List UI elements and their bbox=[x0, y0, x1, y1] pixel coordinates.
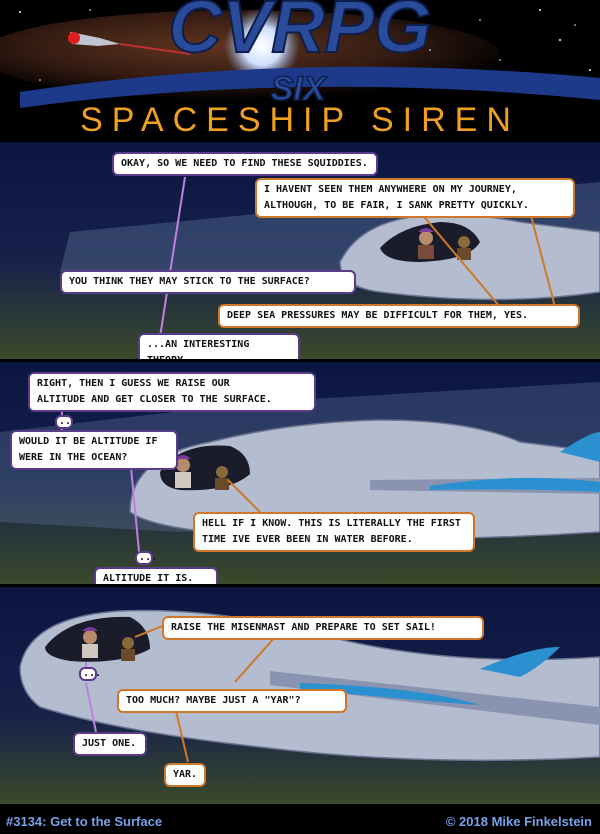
panel-2: Right, then I guess we raise our altitud… bbox=[0, 362, 600, 584]
speech-bubble: Right, then I guess we raise our altitud… bbox=[28, 372, 316, 412]
bubble-tails bbox=[159, 176, 186, 338]
header-art: CVRPG SIX SPACESHIP SIREN bbox=[0, 0, 600, 140]
moon-icon bbox=[224, 8, 300, 84]
copyright: © 2018 Mike Finkelstein bbox=[445, 814, 592, 829]
speech-bubble: ... bbox=[79, 667, 101, 681]
planet-horizon bbox=[20, 66, 600, 108]
speech-bubble: Too much? Maybe just a "yar"? bbox=[117, 689, 347, 713]
speech-bubble: ...An interesting theory. bbox=[138, 333, 300, 359]
comic-header: CVRPG SIX SPACESHIP SIREN bbox=[0, 0, 600, 140]
panel-1: Okay, so we need to find these squiddies… bbox=[0, 142, 600, 359]
ship-icon bbox=[70, 32, 120, 46]
bubble-tails bbox=[85, 662, 97, 733]
speech-bubble: Would it be altitude if were in the ocea… bbox=[10, 430, 178, 470]
episode-title: #3134: Get to the Surface bbox=[6, 814, 163, 829]
speech-bubble: Deep sea pressures may be difficult for … bbox=[218, 304, 580, 328]
speech-bubble: Raise the misenmast and prepare to set s… bbox=[162, 616, 484, 640]
speech-bubble: ... bbox=[135, 551, 157, 565]
speech-bubble: I havent seen them anywhere on my journe… bbox=[255, 178, 575, 218]
speech-bubble: Okay, so we need to find these squiddies… bbox=[112, 152, 378, 176]
comic-footer: #3134: Get to the Surface © 2018 Mike Fi… bbox=[0, 806, 600, 834]
speech-bubble: Hell if I know. This is literally the fi… bbox=[193, 512, 475, 552]
panel-3: Raise the misenmast and prepare to set s… bbox=[0, 587, 600, 804]
speech-bubble: You think they may stick to the surface? bbox=[60, 270, 356, 294]
logo-text: CVRPG bbox=[168, 0, 431, 68]
speech-bubble: Just one. bbox=[73, 732, 147, 756]
logo-subtitle: SIX bbox=[271, 70, 328, 108]
speech-bubble: Altitude it is. bbox=[94, 567, 218, 584]
comic-title: SPACESHIP SIREN bbox=[80, 101, 520, 139]
speech-bubble: Yar. bbox=[164, 763, 206, 787]
speech-bubble: ... bbox=[55, 415, 77, 429]
